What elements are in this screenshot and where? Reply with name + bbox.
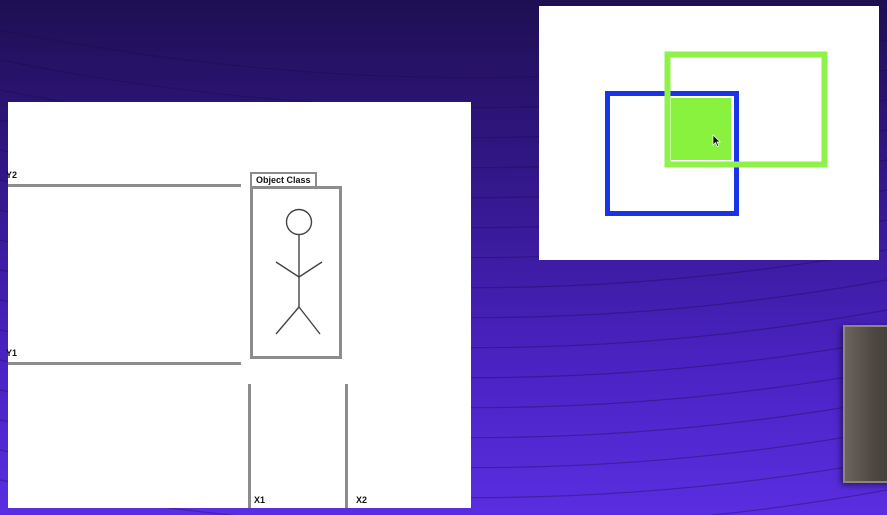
label-y1: Y1 [6, 348, 18, 358]
y1-line [8, 362, 241, 365]
label-x2: X2 [356, 495, 368, 505]
intersection-diagram [539, 6, 879, 260]
partial-slide-card [843, 325, 887, 483]
label-x1: X1 [254, 495, 266, 505]
stick-figure-icon [275, 208, 323, 335]
blue-box-a [605, 91, 739, 216]
x2-line [345, 384, 348, 508]
object-bounding-box [250, 186, 342, 359]
intersection-canvas [605, 51, 828, 216]
object-class-tag: Object Class [250, 172, 317, 187]
bounding-box-diagram: Y2 Y1 Object Class X1 X2 [6, 102, 471, 508]
green-box-b [664, 51, 828, 168]
label-y2: Y2 [6, 170, 18, 180]
y2-line [8, 184, 241, 187]
mouse-pointer-icon [712, 134, 722, 148]
intersection-area [671, 98, 731, 160]
x1-line [248, 384, 251, 508]
